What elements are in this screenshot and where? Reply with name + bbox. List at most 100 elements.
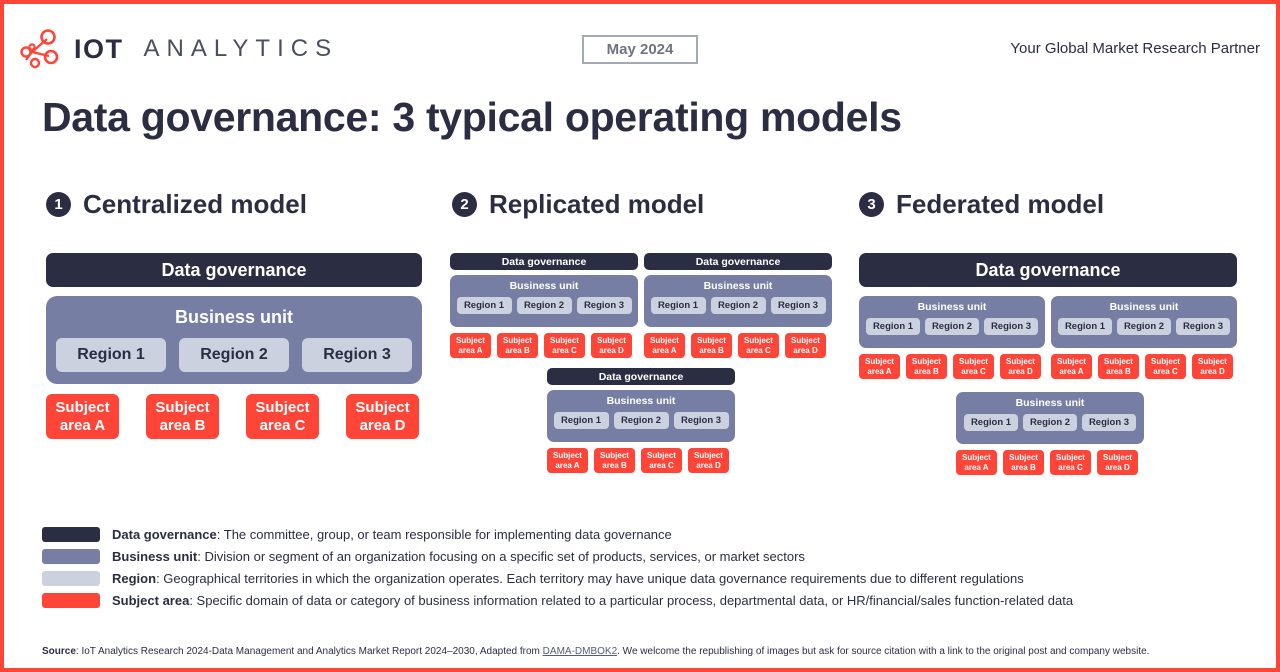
subject-line-1: Subject [355, 399, 410, 417]
model-2-title: Replicated model [489, 189, 705, 219]
region-box: Region 1 [964, 414, 1018, 431]
legend-label: Data governance: The committee, group, o… [112, 527, 672, 542]
region-box: Region 2 [516, 297, 572, 314]
subject-area-box: Subject area C [246, 394, 319, 439]
subject-area-group: Subject area A Subject area B Subject ar… [547, 448, 735, 473]
legend-label: Region: Geographical territories in whic… [112, 571, 1024, 586]
infographic-page: IOT ANALYTICS May 2024 Your Global Marke… [4, 4, 1276, 668]
subject-line-2: area A [458, 345, 483, 355]
subject-line-2: area C [649, 460, 674, 470]
subject-line-1: Subject [694, 451, 723, 461]
subject-line-1: Subject [791, 336, 820, 346]
model-3-header: 3 Federated model [859, 189, 1104, 220]
business-unit-label: Business unit [917, 301, 987, 313]
subject-line-2: area C [961, 366, 986, 376]
subject-area-box: Subject area D [688, 448, 729, 473]
legend-item-governance: Data governance: The committee, group, o… [42, 524, 1232, 544]
subject-line-2: area C [1153, 366, 1178, 376]
subject-line-2: area A [964, 462, 989, 472]
region-box: Region 3 [770, 297, 826, 314]
region-box: Region 3 [984, 318, 1038, 335]
legend: Data governance: The committee, group, o… [42, 524, 1232, 612]
legend-item-business-unit: Business unit: Division or segment of an… [42, 546, 1232, 566]
region-group: Region 1 Region 2 Region 3 [56, 338, 412, 372]
legend-term: Subject area [112, 592, 190, 608]
subject-line-2: area B [1011, 462, 1036, 472]
legend-swatch [42, 526, 100, 542]
subject-line-2: area B [159, 416, 206, 434]
region-group: Region 1 Region 2 Region 3 [866, 318, 1038, 335]
business-unit-box: Business unit Region 1 Region 2 Region 3 [956, 392, 1144, 444]
page-header: IOT ANALYTICS May 2024 Your Global Marke… [4, 4, 1276, 82]
subject-area-box: Subject area C [1145, 354, 1186, 379]
subject-area-box: Subject area D [1000, 354, 1041, 379]
subject-line-2: area A [652, 345, 677, 355]
subject-area-box: Subject area D [1192, 354, 1233, 379]
business-unit-label: Business unit [174, 307, 294, 327]
centralized-model-diagram: Data governance Business unit Region 1 R… [46, 253, 422, 439]
legend-item-region: Region: Geographical territories in whic… [42, 568, 1232, 588]
business-unit-box: Business unit Region 1 Region 2 Region 3 [859, 296, 1045, 348]
subject-line-1: Subject [155, 399, 210, 417]
governance-bar: Data governance [644, 253, 832, 270]
region-box: Region 3 [673, 412, 729, 429]
model-2-number-badge: 2 [452, 192, 477, 217]
legend-term: Business unit [112, 548, 198, 564]
region-box: Region 1 [1058, 318, 1112, 335]
subject-area-group: Subject area A Subject area B Subject ar… [1051, 354, 1237, 379]
model-3-title: Federated model [896, 189, 1105, 219]
subject-area-box: Subject area C [641, 448, 682, 473]
legend-label: Business unit: Division or segment of an… [112, 549, 805, 564]
region-group: Region 1 Region 2 Region 3 [553, 412, 729, 429]
legend-desc: : Specific domain of data or category of… [189, 592, 1074, 608]
business-unit-label: Business unit [703, 280, 773, 292]
replicated-model-block-3: Data governance Business unit Region 1 R… [547, 368, 735, 473]
federated-business-unit-row: Business unit Region 1 Region 2 Region 3… [859, 296, 1237, 379]
subject-line-2: area C [1058, 462, 1083, 472]
region-box: Region 1 [456, 297, 512, 314]
subject-line-1: Subject [962, 453, 991, 463]
replicated-model-block-1: Data governance Business unit Region 1 R… [450, 253, 638, 358]
subject-area-box: Subject area C [953, 354, 994, 379]
subject-area-box: Subject area B [1003, 450, 1044, 475]
date-badge: May 2024 [582, 35, 698, 64]
subject-area-box: Subject area D [785, 333, 826, 358]
business-unit-label: Business unit [509, 280, 579, 292]
subject-line-1: Subject [55, 399, 110, 417]
subject-area-box: Subject area B [691, 333, 732, 358]
subject-area-box: Subject area D [346, 394, 419, 439]
region-group: Region 1 Region 2 Region 3 [964, 414, 1136, 431]
network-nodes-icon [18, 28, 62, 70]
logo-text-analytics: ANALYTICS [143, 35, 339, 62]
business-unit-box: Business unit Region 1 Region 2 Region 3 [450, 275, 638, 327]
governance-bar: Data governance [46, 253, 422, 287]
subject-line-1: Subject [503, 336, 532, 346]
source-footer: Source: IoT Analytics Research 2024-Data… [42, 646, 1149, 657]
subject-line-1: Subject [1057, 357, 1086, 367]
governance-bar: Data governance [547, 368, 735, 385]
federated-model-block-3: Business unit Region 1 Region 2 Region 3… [956, 392, 1144, 475]
model-1-number-badge: 1 [46, 192, 71, 217]
subject-area-box: Subject area A [1051, 354, 1092, 379]
governance-bar: Data governance [859, 253, 1237, 287]
subject-line-1: Subject [650, 336, 679, 346]
model-2-header: 2 Replicated model [452, 189, 704, 220]
subject-line-1: Subject [912, 357, 941, 367]
region-box: Region 2 [925, 318, 979, 335]
subject-line-1: Subject [1104, 357, 1133, 367]
region-box: Region 3 [1176, 318, 1230, 335]
subject-line-1: Subject [744, 336, 773, 346]
legend-swatch [42, 548, 100, 564]
region-box: Region 1 [56, 338, 166, 372]
source-link[interactable]: DAMA-DMBOK2 [542, 646, 618, 657]
model-1-title: Centralized model [83, 189, 307, 219]
region-box: Region 1 [866, 318, 920, 335]
subject-area-box: Subject area C [544, 333, 585, 358]
model-1-header: 1 Centralized model [46, 189, 307, 220]
subject-line-2: area C [259, 416, 306, 434]
business-unit-box: Business unit Region 1 Region 2 Region 3 [547, 390, 735, 442]
subject-line-1: Subject [255, 399, 310, 417]
subject-line-1: Subject [647, 451, 676, 461]
source-text-before: : IoT Analytics Research 2024-Data Manag… [75, 646, 543, 657]
subject-area-box: Subject area B [146, 394, 219, 439]
